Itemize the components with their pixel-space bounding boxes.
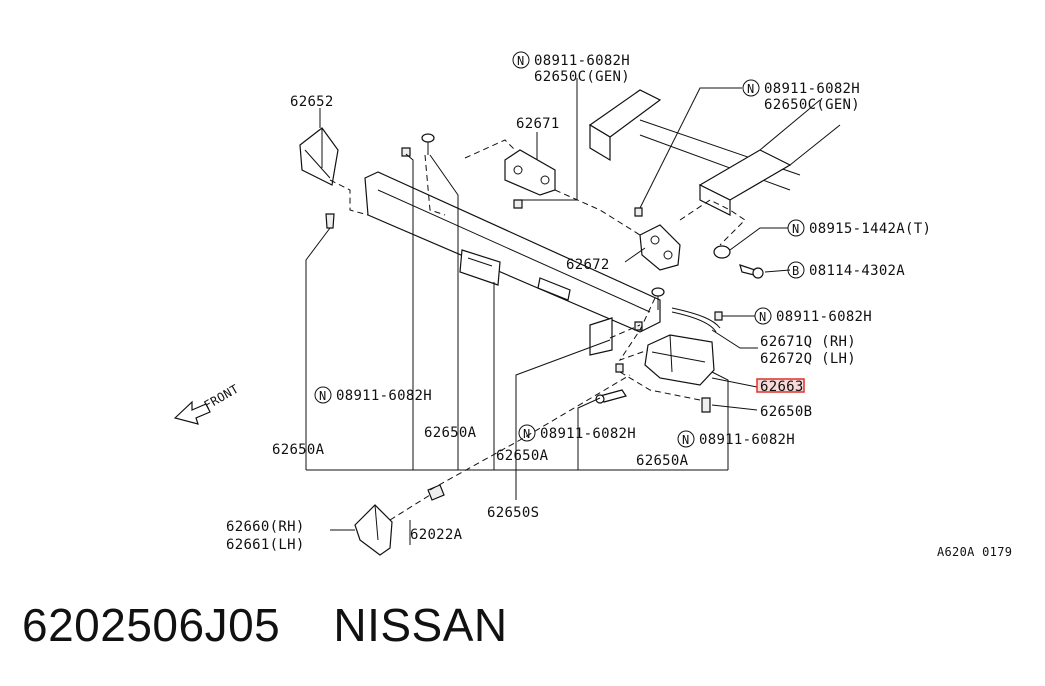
frame-rail: [588, 89, 841, 216]
bracket-62672: [634, 207, 681, 271]
stay-rod: [671, 311, 717, 333]
assembly-lines: [329, 139, 746, 521]
label-08911-right: 08911-6082H: [764, 81, 860, 97]
label-08911-r: 08911-6082H: [776, 309, 872, 325]
b-marker: B: [792, 264, 800, 278]
bumper-beam: [364, 171, 661, 333]
n-marker: N: [759, 310, 767, 324]
bolt-lower: [595, 389, 627, 404]
n-marker: N: [523, 427, 531, 441]
front-label: FRONT: [202, 382, 242, 413]
label-08114: 08114-4302A: [809, 263, 905, 279]
label-62650a-mid2: 62650A: [496, 448, 549, 464]
label-62650a-mid1: 62650A: [424, 425, 477, 441]
label-62672: 62672: [566, 257, 610, 273]
part-labels: 62652 08911-6082H 62650C(GEN) 62671 0891…: [226, 53, 1012, 559]
corner-62660: [354, 484, 445, 556]
label-08911-top: 08911-6082H: [534, 53, 630, 69]
label-62650a-right: 62650A: [636, 453, 689, 469]
label-62650c-right: 62650C(GEN): [764, 97, 860, 113]
label-08911-mid: 08911-6082H: [540, 426, 636, 442]
n-marker: N: [319, 389, 327, 403]
label-62660: 62660(RH): [226, 519, 305, 535]
label-62650s: 62650S: [487, 505, 539, 521]
beam-bracket: [589, 317, 613, 356]
n-marker: N: [682, 433, 690, 447]
label-08911-mid2: 08911-6082H: [699, 432, 795, 448]
label-62650a-left: 62650A: [272, 442, 325, 458]
end-cap-62652: [299, 127, 339, 229]
highlight-box: [756, 378, 805, 393]
label-08915: 08915-1442A(T): [809, 221, 931, 237]
label-62671q: 62671Q (RH): [760, 334, 856, 350]
n-markers: [314, 51, 805, 448]
label-62652: 62652: [290, 94, 334, 110]
washer-bolt-right: [713, 245, 764, 279]
label-62663: 62663: [760, 379, 804, 395]
end-cap-62663: [644, 334, 715, 413]
front-arrow: FRONT: [173, 382, 242, 425]
part-number-caption: 6202506J05 NISSAN: [22, 599, 508, 651]
label-62022a: 62022A: [410, 527, 463, 543]
n-marker: N: [747, 82, 755, 96]
marker-letters: N N N B N N N N: [319, 54, 800, 447]
label-62650c-top: 62650C(GEN): [534, 69, 630, 85]
n-marker: N: [792, 222, 800, 236]
leader-lines: [305, 78, 791, 545]
n-marker: N: [517, 54, 525, 68]
label-62661: 62661(LH): [226, 537, 305, 553]
label-62671: 62671: [516, 116, 560, 132]
label-62672q: 62672Q (LH): [760, 351, 856, 367]
bracket-62671: [504, 149, 556, 209]
top-bolts: [401, 133, 665, 373]
label-62650b: 62650B: [760, 404, 812, 420]
reference-code: A620A 0179: [937, 545, 1012, 559]
label-08911-left: 08911-6082H: [336, 388, 432, 404]
